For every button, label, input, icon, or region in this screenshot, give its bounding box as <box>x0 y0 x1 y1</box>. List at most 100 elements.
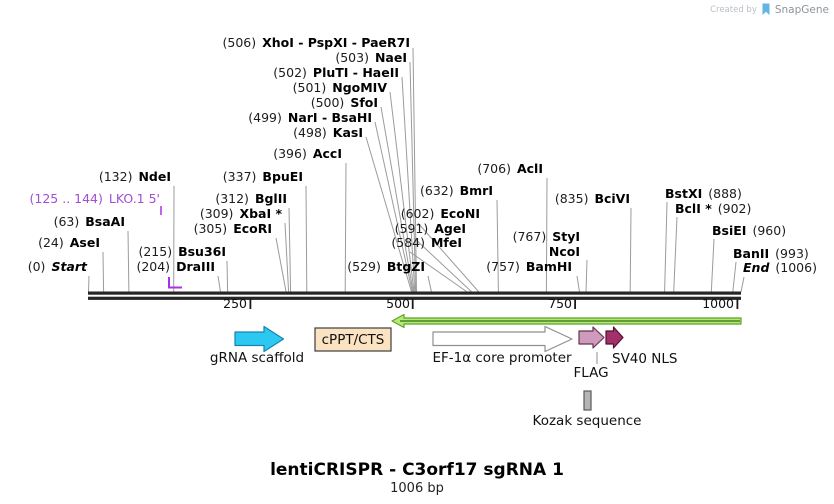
site-name: NcoI <box>548 244 580 259</box>
ruler-label-750: 750 <box>548 296 572 311</box>
site-label-start: (0) Start <box>28 260 87 274</box>
site-label-bcivi: (835)BciVI <box>555 192 630 206</box>
site-name: BglII <box>254 191 287 206</box>
site-name: XbaI * <box>239 206 282 221</box>
cppt-cts-box <box>314 327 392 352</box>
site-label-acli: (706)AclI <box>477 162 543 176</box>
leader-line <box>673 216 678 293</box>
site-name: NgoMIV <box>332 80 387 95</box>
leader-line <box>732 261 737 293</box>
site-label-econi: (602)EcoNI <box>401 207 480 221</box>
site-name: BsaAI <box>85 214 125 229</box>
site-pos: (204) <box>136 259 171 274</box>
site-label-ngomiv: (501) NgoMIV <box>293 81 387 95</box>
site-name: AseI <box>69 235 100 250</box>
site-pos: (501) <box>292 80 327 95</box>
site-label-acci: (396) AccI <box>273 147 342 161</box>
site-pos: (757) <box>486 259 520 274</box>
site-name: EcoRI <box>233 221 272 236</box>
site-pos: (498) <box>293 125 327 140</box>
sequence-line-top <box>88 291 741 295</box>
site-pos: (337) <box>222 169 257 184</box>
site-name: MfeI <box>430 235 462 250</box>
ruler-label-250: 250 <box>223 296 247 311</box>
feature-label-cppt-cts: cPPT/CTS <box>321 331 385 348</box>
site-label-sfoi: (500)SfoI <box>311 96 378 110</box>
site-pos: (499) <box>248 110 282 125</box>
ef1a-promoter-arrow <box>432 325 573 353</box>
site-pos: (500) <box>310 95 345 110</box>
site-label-ndei: (132) NdeI <box>99 170 171 184</box>
leader-line <box>417 222 480 293</box>
leader-line <box>585 259 588 293</box>
leader-line <box>374 121 413 293</box>
site-label-bcli: BclI *(902) <box>675 202 751 216</box>
leader-line <box>365 136 413 293</box>
site-name: Start <box>51 259 87 274</box>
site-name: Bsu36I <box>178 244 226 259</box>
feature-label-ef1a-promoter: EF-1α core promoter <box>432 350 572 366</box>
leader-line <box>88 275 90 293</box>
leader-line <box>576 275 580 293</box>
site-label-styi: (767) StyI <box>513 230 580 244</box>
site-pos: (63) <box>53 214 80 229</box>
primer-label-lko1-5prime: (125 .. 144)LKO.1 5' <box>30 192 160 206</box>
leader-line <box>226 260 229 293</box>
ruler-label-1000: 1000 <box>702 296 734 311</box>
site-pos: (396) <box>273 146 307 161</box>
site-label-btgzi: (529) BtgZI <box>347 260 425 274</box>
grna-scaffold-arrow <box>234 325 285 353</box>
site-label-bmri: (632)BmrI <box>420 184 493 198</box>
site-label-bamhi: (757)BamHI <box>486 260 572 274</box>
map-title: lentiCRISPR - C3orf17 sgRNA 1 <box>270 460 564 480</box>
site-label-pluti-haeii: (502) PluTI - HaeII <box>273 66 399 80</box>
site-label-banii: BanII(993) <box>733 247 809 261</box>
site-name: NdeI <box>138 169 171 184</box>
site-pos: (767) <box>512 229 547 244</box>
site-name: BciVI <box>594 191 630 206</box>
site-name: BsiEI <box>712 223 747 238</box>
site-pos: (502) <box>273 65 307 80</box>
primer-pos: (125 .. 144) <box>29 191 103 206</box>
site-pos: (584) <box>391 235 425 250</box>
flag-arrow <box>578 326 605 349</box>
sv40-nls-arrow <box>605 326 624 349</box>
site-pos: (888) <box>708 186 742 201</box>
site-label-draiii: (204)DraIII <box>136 260 215 274</box>
ruler-ticks <box>249 299 739 309</box>
leader-line <box>102 251 105 293</box>
site-pos: (1006) <box>775 260 817 275</box>
site-pos: (132) <box>98 169 133 184</box>
site-pos: (706) <box>477 161 511 176</box>
leader-line <box>127 230 130 293</box>
leader-line <box>275 237 287 293</box>
site-label-ncoi: NcoI <box>549 245 580 259</box>
site-name: NarI - BsaHI <box>287 110 372 125</box>
site-name: StyI <box>552 229 580 244</box>
leader-line <box>284 222 290 293</box>
site-pos: (506) <box>222 35 257 50</box>
leader-line <box>401 76 416 293</box>
site-name: AccI <box>312 146 342 161</box>
leader-line <box>217 275 221 293</box>
site-pos: (632) <box>420 183 454 198</box>
site-pos: (602) <box>400 206 435 221</box>
site-name: PluTI - HaeII <box>312 65 399 80</box>
site-label-ecori: (305)EcoRI <box>194 222 272 236</box>
leader-line <box>545 177 548 293</box>
feature-label-kozak: Kozak sequence <box>532 413 642 429</box>
snapgene-logo-icon <box>762 3 770 15</box>
site-name: BanII <box>733 246 770 261</box>
site-label-kasi: (498)KasI <box>293 126 363 140</box>
site-pos: (24) <box>38 235 64 250</box>
site-label-bsiei: BsiEI(960) <box>712 224 786 238</box>
site-label-mfei: (584) MfeI <box>391 236 462 250</box>
site-pos: (0) <box>27 259 46 274</box>
site-name: BclI * <box>675 201 712 216</box>
site-label-naei: (503)NaeI <box>335 51 407 65</box>
site-label-bsu36i: (215)Bsu36I <box>138 245 226 259</box>
site-pos: (529) <box>347 259 381 274</box>
site-name: XhoI - PspXI - PaeR7I <box>262 35 410 50</box>
site-name: BtgZI <box>386 259 425 274</box>
